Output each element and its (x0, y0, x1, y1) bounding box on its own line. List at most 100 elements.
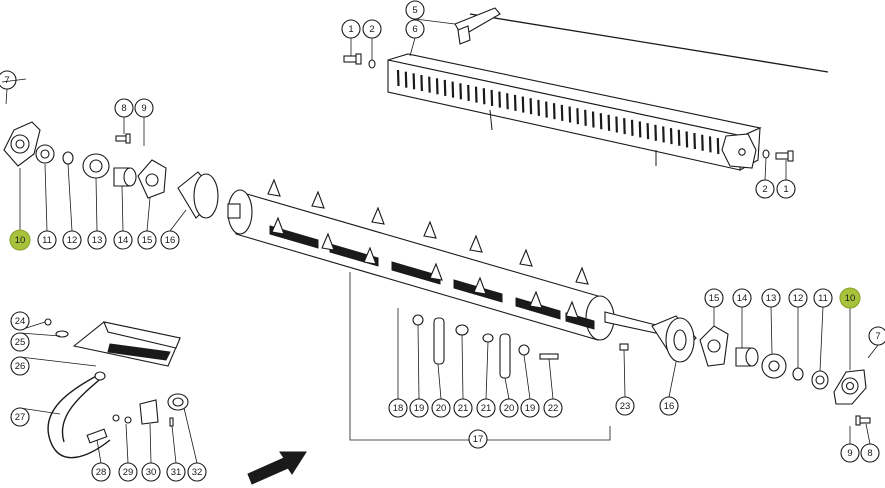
callout-13: 13 (761, 288, 781, 308)
leader-line (44, 163, 48, 232)
bar-slot (599, 113, 603, 130)
callout-1: 1 (776, 179, 796, 199)
leader-line (668, 361, 677, 398)
callout-number: 25 (15, 337, 26, 348)
right-bearing-housing (699, 325, 729, 367)
callout-6: 6 (405, 19, 425, 39)
rotor-paddle (429, 262, 443, 281)
callout-1: 1 (341, 19, 361, 39)
left-collar (35, 144, 55, 164)
callout-number: 11 (818, 293, 828, 304)
bar-screw-left (343, 53, 376, 69)
callout-number: 23 (620, 401, 631, 412)
leader-line (504, 377, 510, 400)
callout-12: 12 (62, 230, 82, 250)
callout-32: 32 (187, 462, 207, 482)
left-drum-ring (177, 171, 219, 219)
rotor-paddle (529, 290, 543, 309)
rotor-paddle (469, 234, 483, 253)
leader-line (125, 423, 129, 464)
callout-number: 12 (793, 293, 804, 304)
leader-line (5, 88, 8, 105)
bar-slot (529, 98, 533, 115)
callout-number: 22 (548, 403, 559, 414)
left-sleeve (113, 167, 137, 187)
left-bearing-housing (137, 159, 167, 199)
rotor-paddle (423, 220, 437, 239)
callout-13: 13 (87, 230, 107, 250)
mounting-bracket (139, 399, 159, 425)
bar-slot (513, 94, 517, 111)
callout-number: 1 (783, 184, 788, 195)
rotor-paddle (519, 248, 533, 267)
leader-line (414, 18, 456, 25)
left-ball-bearing (82, 153, 110, 179)
rotor-paddle (271, 216, 285, 235)
bar-slot (591, 111, 595, 128)
callout-10-highlighted: 10 (839, 287, 861, 309)
callout-19: 19 (520, 398, 540, 418)
callout-7: 7 (868, 326, 885, 346)
callout-24: 24 (10, 311, 30, 331)
leader-line (485, 341, 489, 400)
inductive-sensor (167, 393, 189, 411)
callout-number: 9 (847, 448, 852, 459)
rotor-paddle (311, 190, 325, 209)
left-bearing-flange (3, 121, 41, 167)
callout-number: 20 (504, 403, 515, 414)
rotor-paddle (575, 266, 589, 285)
bar-slot (451, 81, 455, 98)
right-bearing-flange (833, 369, 867, 405)
bar-slot (623, 118, 626, 135)
leader-line (171, 425, 177, 464)
bar-slot (498, 91, 501, 108)
callout-21: 21 (476, 398, 496, 418)
rotor-stripe (391, 261, 441, 285)
bar-screw-right (762, 149, 794, 162)
leader-line (770, 306, 773, 355)
bar-slot (685, 131, 689, 148)
bar-slot (568, 106, 572, 123)
leader-line (19, 407, 61, 415)
rotor-paddle (473, 276, 487, 295)
callout-number: 13 (92, 235, 103, 246)
callout-5: 5 (405, 0, 425, 20)
leader-line (865, 423, 871, 445)
bar-slot (435, 78, 439, 95)
callout-number: 6 (412, 24, 417, 35)
callout-number: 12 (67, 235, 78, 246)
callout-10-highlighted: 10 (9, 229, 31, 251)
right-collar (811, 370, 829, 390)
right-washer (792, 367, 804, 381)
leader-line (764, 157, 767, 181)
bar-slot (474, 86, 478, 103)
leader-line (867, 344, 879, 359)
bar-slot (584, 109, 587, 126)
bar-slot (693, 133, 696, 150)
bar-slot (669, 128, 673, 145)
bar-slot (607, 114, 611, 131)
right-sleeve (735, 347, 759, 367)
bar-slot (560, 104, 564, 121)
bar-slot (459, 83, 462, 100)
callout-number: 21 (481, 403, 492, 414)
callout-number: 8 (121, 103, 126, 114)
leader-lines (5, 18, 879, 464)
leader-line (548, 358, 554, 400)
callout-number: 9 (141, 103, 146, 114)
callout-14: 14 (732, 288, 752, 308)
callout-31: 31 (166, 462, 186, 482)
callout-number: 28 (96, 467, 107, 478)
bar-slot (677, 129, 681, 146)
leader-line (623, 349, 626, 398)
leader-line (149, 423, 152, 464)
callout-number: 19 (525, 403, 536, 414)
callout-number: 5 (412, 5, 417, 16)
callout-8: 8 (114, 98, 134, 118)
rotor-stripe (515, 297, 561, 320)
bar-slot (615, 116, 618, 133)
callout-19: 19 (409, 398, 429, 418)
callout-number: 21 (458, 403, 469, 414)
callout-number: 10 (845, 293, 856, 304)
